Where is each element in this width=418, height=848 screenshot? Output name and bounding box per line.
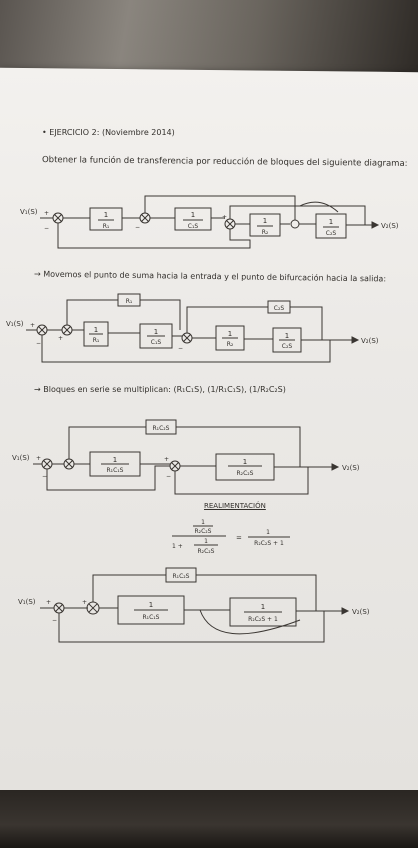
d2-b4-num: 1 [285,332,289,340]
d1-block-c1s [174,207,212,231]
diagram-1: V₁(S) 1 R₁ 1 C₁S 1 R₂ 1 C₂S V₂(S) [20,195,399,249]
d1-input: V₁(S) [20,208,38,216]
d3-fb-label: R₁C₂S [153,425,170,432]
formula-num-den: R₂C₂S [195,528,212,535]
d1-b4-den: C₂S [326,230,337,237]
svg-text:−: − [178,345,183,352]
step-2-text: → Bloques en serie se multiplican: (R₁C₁… [34,385,286,394]
svg-text:−: − [52,617,57,624]
svg-text:+: + [82,599,87,606]
svg-text:+: + [58,335,63,342]
d1-b1-num: 1 [104,211,108,219]
diagram-4: V₁(S) 1 R₁C₁S 1 R₂C₂S + 1 V₂(S) R₁C₂S + … [18,567,370,643]
d3-b1-den: R₁C₁S [107,467,124,474]
d2-b1-den: R₁ [93,337,100,344]
formula-num-num: 1 [201,519,205,526]
d2-b3-den: R₂ [227,341,234,348]
d2-block-r2 [215,325,245,351]
svg-text:+: + [46,599,51,606]
d1-b3-den: R₂ [262,229,269,236]
d1-output: V₂(S) [381,222,399,230]
d1-block-r1 [89,207,123,231]
d2-fb-c-label: C₂S [274,305,285,312]
d1-block-c2s [315,213,347,239]
d1-b3-num: 1 [263,217,267,225]
d1-b2-den: C₁S [188,223,199,230]
svg-text:=: = [236,534,242,542]
d2-b1-num: 1 [94,326,98,334]
d1-b2-num: 1 [191,211,195,219]
d2-block-r1 [83,321,109,347]
d4-b1-den: R₁C₁S [143,614,160,621]
d4-b2-den: R₂C₂S + 1 [248,616,278,623]
d1-b1-den: R₁ [103,223,110,230]
d3-b2-den: R₂C₂S [237,470,254,477]
svg-text:−: − [44,225,49,232]
svg-text:+: + [222,214,227,221]
svg-text:+: + [44,210,49,217]
d2-b2-num: 1 [154,328,158,336]
d2-fb-r-label: R₁ [126,298,133,305]
d3-b1-num: 1 [113,456,117,464]
d4-fb-label: R₁C₂S [173,573,190,580]
d2-input: V₁(S) [6,320,24,328]
svg-text:−: − [135,224,140,231]
d2-output: V₂(S) [361,337,379,345]
svg-text:−: − [36,340,41,347]
diagram-3: V₁(S) 1 R₁C₁S 1 R₂C₂S V₂(S) R₁C₂S + − + … [12,419,360,495]
diagram-2: V₁(S) 1 R₁ 1 C₁S 1 R₂ 1 C₂S V₂(S) R [6,293,379,363]
d3-b2-num: 1 [243,458,247,466]
d1-b4-num: 1 [329,218,333,226]
d1-block-r2 [249,213,281,237]
svg-text:−: − [166,473,171,480]
svg-text:+: + [30,322,35,329]
d3-output: V₂(S) [342,464,360,472]
formula-result-num: 1 [266,529,270,536]
svg-text:+: + [164,456,169,463]
svg-text:−: − [42,473,47,480]
d2-b4-den: C₂S [282,343,293,350]
d4-b2-num: 1 [261,603,265,611]
formula-den-prefix: 1 + [172,543,183,550]
d2-b2-den: C₁S [151,339,162,346]
formula-result-den: R₂C₂S + 1 [254,540,284,547]
d4-output: V₂(S) [352,608,370,616]
d4-b1-num: 1 [149,601,153,609]
d4-input: V₁(S) [18,598,36,606]
d3-input: V₁(S) [12,454,30,462]
d1-sum-4 [290,219,300,229]
exercise-title: • EJERCICIO 2: (Noviembre 2014) [42,128,175,137]
d2-b3-num: 1 [228,330,232,338]
d4-block-2 [229,597,297,627]
feedback-formula: 1 R₂C₂S 1 + 1 R₂C₂S = 1 R₂C₂S + 1 [172,519,290,555]
formula-den-den: R₂C₂S [198,548,215,555]
realimentacion-label: REALIMENTACIÓN [204,502,266,510]
background-bottom [0,790,418,848]
svg-text:+: + [36,455,41,462]
formula-den-num: 1 [204,538,208,545]
